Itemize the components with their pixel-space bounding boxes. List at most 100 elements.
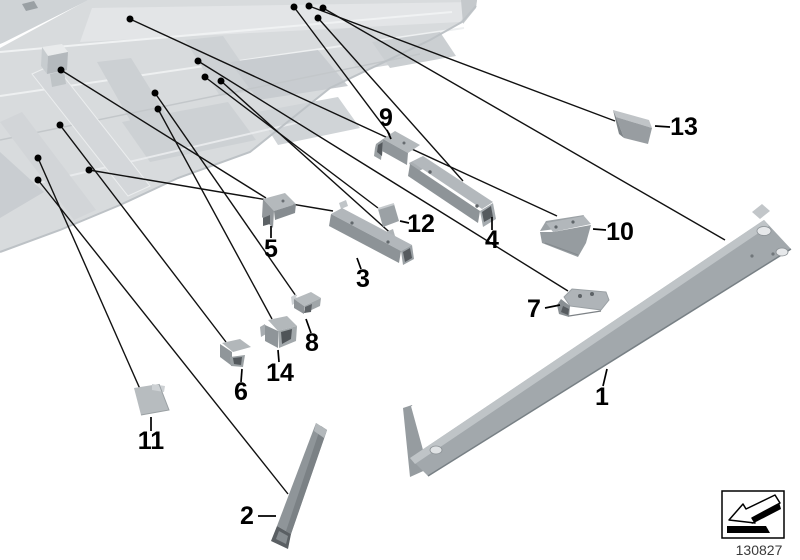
part-hole xyxy=(756,226,772,236)
callout-label-9[interactable]: 9 xyxy=(379,104,393,132)
part-face xyxy=(304,304,312,313)
part-10-shape[interactable] xyxy=(540,215,591,257)
callout-label-12[interactable]: 12 xyxy=(407,210,435,238)
assembly-cross-beam xyxy=(97,58,167,122)
part-face xyxy=(274,204,296,220)
attachment-point-dot xyxy=(217,77,225,85)
callout-label-10[interactable]: 10 xyxy=(606,218,634,246)
attachment-point-dot xyxy=(201,73,209,81)
leader-line-to-part-2 xyxy=(37,179,289,495)
part-face xyxy=(222,339,251,352)
attachment-point-dot xyxy=(154,105,162,113)
callout-labels: 1 2 3 4 5 6 7 8 9 10 11 12 13 14 xyxy=(138,104,698,530)
assembly-gusset xyxy=(0,152,44,218)
callout-tick xyxy=(544,304,561,309)
part-9-shape[interactable] xyxy=(374,131,420,165)
attachment-point-dot xyxy=(56,121,64,129)
assembly-seam xyxy=(0,53,421,141)
part-14-shape[interactable] xyxy=(260,316,297,348)
attachment-point-dot xyxy=(314,14,322,22)
part-8-shape[interactable] xyxy=(291,292,321,314)
assembly-corner-piece xyxy=(0,0,88,44)
part-face xyxy=(329,214,401,263)
part-face xyxy=(410,220,769,464)
part-face xyxy=(314,423,327,438)
attachment-point-dot xyxy=(57,66,65,74)
leader-line-to-part-6 xyxy=(59,124,227,343)
part-hole xyxy=(578,294,582,298)
part-1-shape[interactable] xyxy=(403,204,792,477)
callout-label-1[interactable]: 1 xyxy=(595,383,609,411)
part-face xyxy=(286,426,327,534)
part-6-shape[interactable] xyxy=(220,339,251,367)
part-edge xyxy=(427,248,792,477)
callout-label-7[interactable]: 7 xyxy=(527,295,541,323)
part-face xyxy=(263,193,296,211)
drawing-number: 130827 xyxy=(736,542,783,558)
part-face xyxy=(616,117,652,144)
callout-tick xyxy=(592,228,607,231)
attachment-point-dot xyxy=(34,154,42,162)
part-11-shape[interactable] xyxy=(134,383,170,416)
part-face xyxy=(563,288,610,311)
part-7-shape[interactable] xyxy=(557,288,610,317)
callout-label-6[interactable]: 6 xyxy=(234,378,248,406)
part-12-shape[interactable] xyxy=(377,203,399,227)
leader-line-to-part-9 xyxy=(293,6,392,137)
leader-line-to-part-12 xyxy=(204,76,379,209)
callout-label-13[interactable]: 13 xyxy=(670,113,698,141)
part-edge xyxy=(544,242,579,256)
assembly-top-band xyxy=(80,2,474,42)
leader-line-to-part-8 xyxy=(154,92,297,297)
assembly-bracket-tab xyxy=(50,71,66,87)
assembly-bracket-top xyxy=(42,44,68,56)
callout-label-14[interactable]: 14 xyxy=(266,359,294,387)
callout-label-5[interactable]: 5 xyxy=(264,235,278,263)
leader-line-to-part-14 xyxy=(157,108,273,320)
attachment-point-dot xyxy=(319,4,327,12)
callout-label-3[interactable]: 3 xyxy=(356,265,370,293)
part-3-shape[interactable] xyxy=(329,200,414,265)
assembly-seam xyxy=(0,11,453,53)
assembly-cross-beam xyxy=(185,36,260,96)
part-face xyxy=(220,344,232,366)
callout-label-4[interactable]: 4 xyxy=(485,226,499,254)
part-face xyxy=(410,220,791,476)
callout-ticks xyxy=(150,125,671,517)
part-face xyxy=(268,316,297,331)
part-face xyxy=(408,164,480,223)
part-edge xyxy=(568,310,602,317)
part-face xyxy=(134,384,169,415)
assembly-panel-cutout xyxy=(122,102,256,162)
callout-tick xyxy=(277,349,280,363)
leader-line-to-part-7 xyxy=(197,60,569,292)
leader-line-to-part-11 xyxy=(37,157,141,390)
part-13-shape[interactable] xyxy=(613,110,652,144)
callout-label-11[interactable]: 11 xyxy=(138,427,165,455)
part-2-shape[interactable] xyxy=(271,423,327,549)
part-face xyxy=(262,199,274,228)
part-face xyxy=(294,292,321,306)
leader-line-to-part-13 xyxy=(308,5,616,122)
part-hole xyxy=(571,220,575,224)
callout-label-8[interactable]: 8 xyxy=(305,329,319,357)
attachment-point-dot xyxy=(126,15,134,23)
part-edge xyxy=(140,383,170,416)
part-mark xyxy=(771,252,775,256)
callout-tick xyxy=(305,318,312,334)
part-face xyxy=(339,200,348,209)
part-hole xyxy=(402,141,406,145)
callout-label-2[interactable]: 2 xyxy=(240,502,254,530)
assembly-bracket-front xyxy=(41,47,48,74)
assembly-panel-cutout xyxy=(257,97,360,145)
attachment-point-dot xyxy=(290,3,298,11)
assembly-diagonal-brace xyxy=(0,112,96,220)
callout-tick xyxy=(240,368,243,383)
part-face xyxy=(377,142,383,156)
part-face xyxy=(412,156,493,209)
part-face xyxy=(613,110,652,128)
part-5-shape[interactable] xyxy=(262,193,296,228)
leader-line-to-part-4 xyxy=(317,17,464,182)
